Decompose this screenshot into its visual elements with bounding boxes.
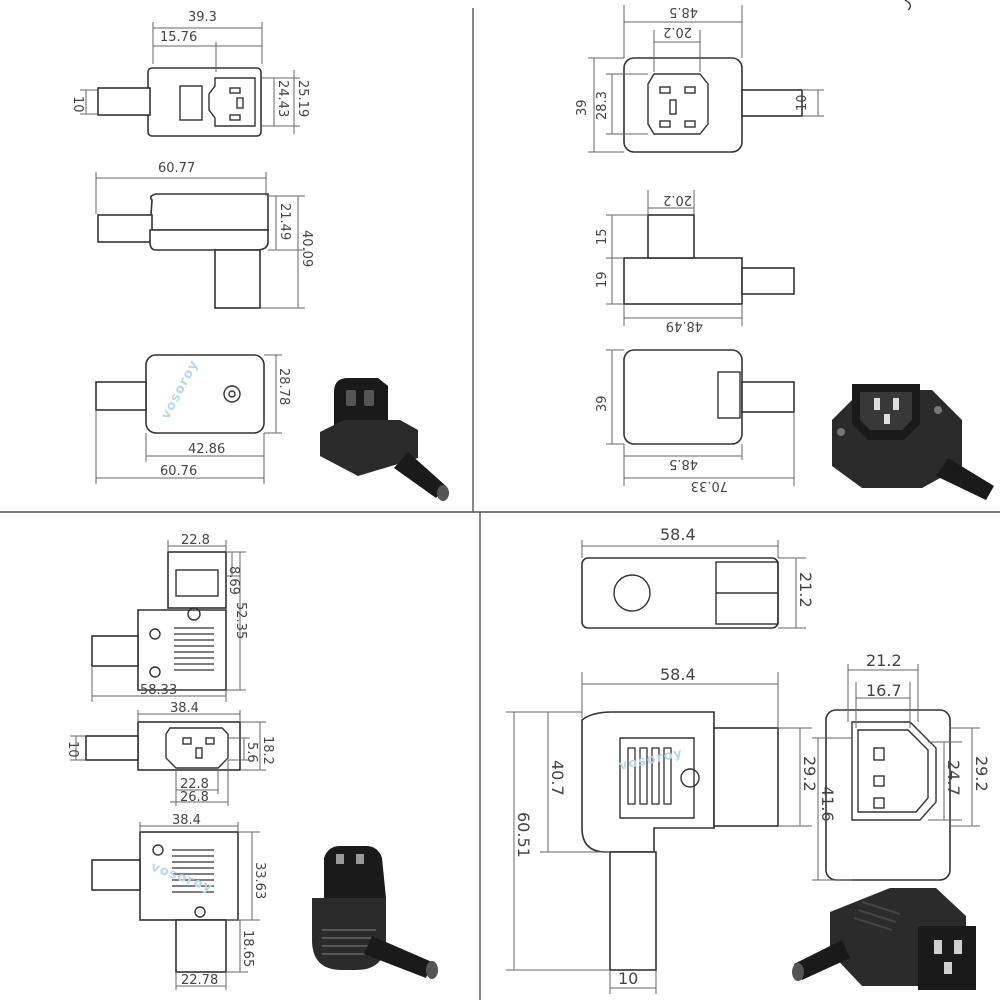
dim-40-09: 40.09 <box>299 230 314 267</box>
dim-10-br: 10 <box>618 969 638 988</box>
dim-42-86: 42.86 <box>188 442 225 457</box>
dim-33-63: 33.63 <box>252 862 267 899</box>
product-photo-tr <box>832 384 994 500</box>
dim-19: 19 <box>595 271 610 288</box>
dim-38-4-side: 38.4 <box>172 813 201 828</box>
dim-28-78: 28.78 <box>276 368 291 405</box>
dim-38-4-front: 38.4 <box>170 701 199 716</box>
dim-8-69: 8.69 <box>226 566 241 595</box>
dim-22-78: 22.78 <box>181 973 218 988</box>
dim-24-43: 24.43 <box>275 80 290 117</box>
dim-48-49: 48.49 <box>666 318 703 333</box>
corner-mark <box>904 0 912 11</box>
dim-15: 15 <box>595 228 610 245</box>
dim-40-7: 40.7 <box>548 760 567 796</box>
dim-21-2-front: 21.2 <box>866 651 902 670</box>
dim-26-8: 26.8 <box>180 790 209 805</box>
dim-60-76: 60.76 <box>160 464 197 479</box>
dim-58-33: 58.33 <box>140 683 177 698</box>
dim-29-2-front: 29.2 <box>972 756 991 792</box>
dim-70-33: 70.33 <box>691 478 728 493</box>
dim-48-5-bottom: 48.5 <box>669 456 698 471</box>
dim-28-3: 28.3 <box>595 91 610 120</box>
dim-58-4-top: 58.4 <box>660 525 696 544</box>
dim-60-77: 60.77 <box>158 161 195 176</box>
dim-10-tr: 10 <box>795 94 810 111</box>
dim-60-51: 60.51 <box>514 812 533 858</box>
dim-24-7: 24.7 <box>944 760 963 796</box>
dim-20-2-side: 20.2 <box>663 192 692 207</box>
panel-bottom-left: 22.8 8.69 52.35 58.33 38.4 10 5.6 18.2 2… <box>65 533 438 990</box>
dim-39-tr-bottom: 39 <box>595 395 610 412</box>
dim-21-49: 21.49 <box>277 203 292 240</box>
dim-20-2-top: 20.2 <box>663 24 692 39</box>
dim-16-7: 16.7 <box>866 681 902 700</box>
product-photo-bl <box>312 846 438 979</box>
panel-bottom-right: 58.4 21.2 58.4 29.2 40.7 60.51 10 vosoro… <box>506 525 991 994</box>
dim-18-2: 18.2 <box>260 736 275 765</box>
dim-22-8-top: 22.8 <box>181 533 210 548</box>
dim-22-8-front: 22.8 <box>180 777 209 792</box>
dim-25-19: 25.19 <box>295 80 310 117</box>
panel-top-left: 39.3 15.76 10 24.43 25.19 60.77 21.49 40… <box>70 10 449 501</box>
dim-29-2-side: 29.2 <box>800 756 819 792</box>
dim-10-tl: 10 <box>70 96 85 113</box>
dim-21-2-top: 21.2 <box>796 572 815 608</box>
dim-15-76: 15.76 <box>160 30 197 45</box>
dim-41-6: 41.6 <box>818 786 837 822</box>
panel-top-right: 48.5 20.2 39 28.3 10 20.2 15 19 48.49 <box>575 4 994 500</box>
product-photo-br <box>792 888 976 990</box>
dim-5-6: 5.6 <box>244 742 259 763</box>
dim-39-tr-top: 39 <box>575 99 590 116</box>
product-photo-tl <box>320 378 449 501</box>
dim-10-bl: 10 <box>65 741 80 758</box>
dim-18-65: 18.65 <box>240 930 255 967</box>
dim-52-35: 52.35 <box>233 602 248 639</box>
dim-48-5-top: 48.5 <box>669 4 698 19</box>
dim-39-3: 39.3 <box>188 10 217 25</box>
dim-58-4-side: 58.4 <box>660 665 696 684</box>
